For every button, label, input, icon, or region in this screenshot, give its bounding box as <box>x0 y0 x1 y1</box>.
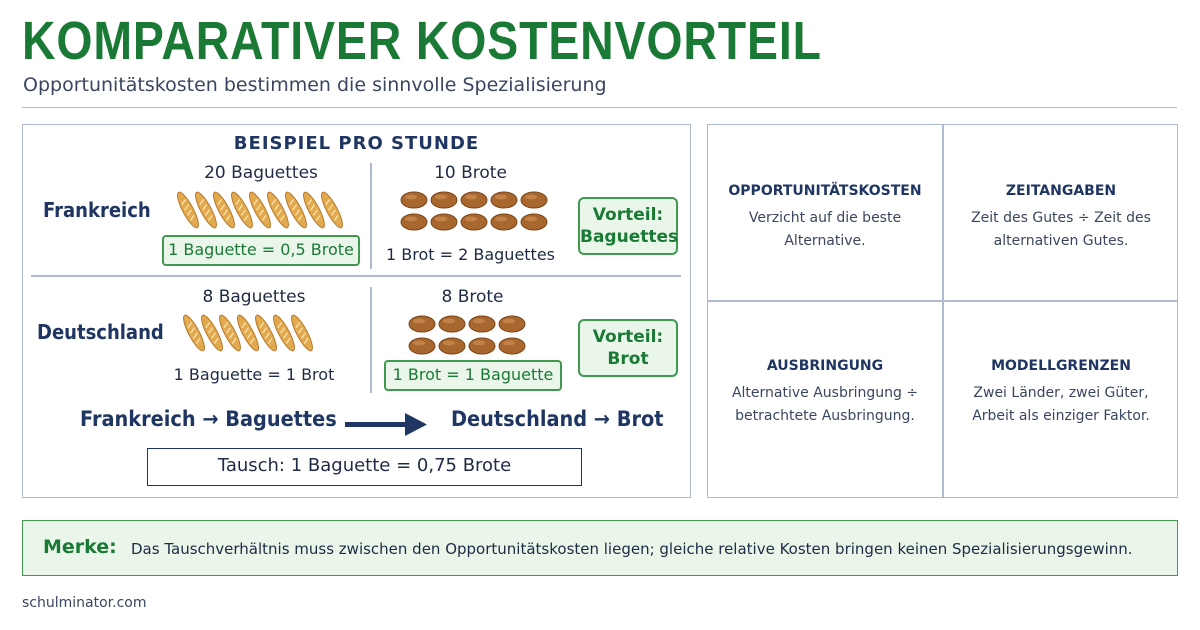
bread-loaf-icon <box>490 213 518 231</box>
germany-column-divider <box>370 287 372 393</box>
card-heading: OPPORTUNITÄTSKOSTEN <box>728 183 922 199</box>
baguette-icon <box>273 314 295 352</box>
bread-loaf-icon <box>400 191 428 209</box>
card-heading: AUSBRINGUNG <box>766 358 884 374</box>
bread-loaf-icon <box>400 213 428 231</box>
example-heading: BEISPIEL PRO STUNDE <box>233 133 480 154</box>
baguette-icon <box>285 191 307 229</box>
germany-advantage-label: Vorteil: <box>592 327 664 347</box>
bread-loaf-icon <box>430 213 458 231</box>
bread-loaf-icon <box>408 315 436 333</box>
baguette-icon <box>237 314 259 352</box>
france-baguette-cost-box: 1 Baguette = 0,5 Brote <box>162 235 360 266</box>
concept-grid: OPPORTUNITÄTSKOSTEN Verzicht auf die bes… <box>707 124 1178 498</box>
france-baguette-icons <box>175 189 345 235</box>
germany-baguettes-quantity: 8 Baguettes <box>202 287 306 307</box>
baguette-icon <box>249 191 271 229</box>
card-body: Alternative Ausbringung ÷ betrachtete Au… <box>731 385 919 424</box>
germany-advantage-good: Brot <box>607 349 649 369</box>
title-rule <box>22 107 1177 108</box>
trade-ratio-box: Tausch: 1 Baguette = 0,75 Brote <box>147 448 582 486</box>
baguette-icon <box>219 314 241 352</box>
card-time-specs: ZEITANGABEN Zeit des Gutes ÷ Zeit des al… <box>944 183 1178 253</box>
france-baguettes-quantity: 20 Baguettes <box>204 163 318 183</box>
baguette-icon <box>255 314 277 352</box>
note-label: Merke: <box>43 536 117 558</box>
card-body: Zwei Länder, zwei Güter, Arbeit als einz… <box>972 385 1150 424</box>
france-specialization: Frankreich → Baguettes <box>80 407 337 431</box>
bread-loaf-icon <box>520 191 548 209</box>
germany-bread-cost: 1 Brot = 1 Baguette <box>392 365 554 384</box>
bread-loaf-icon <box>468 337 496 355</box>
france-advantage-good: Baguettes <box>580 227 679 247</box>
germany-bread-icons <box>407 313 531 363</box>
france-baguette-cost: 1 Baguette = 0,5 Brote <box>168 240 354 259</box>
baguette-icon <box>201 314 223 352</box>
baguette-icon <box>321 191 343 229</box>
bread-loaf-icon <box>490 191 518 209</box>
france-advantage-badge: Vorteil: Baguettes <box>578 197 678 255</box>
page-subtitle: Opportunitätskosten bestimmen die sinnvo… <box>23 74 607 96</box>
card-heading: ZEITANGABEN <box>1005 183 1117 199</box>
note-text: Das Tauschverhältnis muss zwischen den O… <box>131 540 1133 558</box>
france-bread-icons <box>399 189 553 239</box>
baguette-icon <box>195 191 217 229</box>
arrow-right-icon <box>345 413 427 436</box>
card-body: Verzicht auf die beste Alternative. <box>748 210 902 249</box>
card-heading: MODELLGRENZEN <box>991 358 1131 374</box>
note-box: Merke: Das Tauschverhältnis muss zwische… <box>22 520 1178 576</box>
country-label-france: Frankreich <box>43 198 151 222</box>
bread-loaf-icon <box>460 191 488 209</box>
grid-horizontal-divider <box>708 300 1177 302</box>
germany-specialization: Deutschland → Brot <box>451 407 664 431</box>
footer-source: schulminator.com <box>22 595 147 611</box>
bread-loaf-icon <box>460 213 488 231</box>
grid-vertical-divider <box>942 125 944 497</box>
baguette-icon <box>231 191 253 229</box>
bread-loaf-icon <box>430 191 458 209</box>
trade-ratio: Tausch: 1 Baguette = 0,75 Brote <box>217 455 512 476</box>
germany-baguette-cost: 1 Baguette = 1 Brot <box>173 365 335 384</box>
bread-loaf-icon <box>498 337 526 355</box>
baguette-icon <box>303 191 325 229</box>
bread-loaf-icon <box>468 315 496 333</box>
card-body: Zeit des Gutes ÷ Zeit des alternativen G… <box>971 210 1151 249</box>
page-title: KOMPARATIVER KOSTENVORTEIL <box>22 11 822 71</box>
germany-breads-quantity: 8 Brote <box>441 287 504 307</box>
france-breads-quantity: 10 Brote <box>434 163 507 183</box>
france-bread-cost: 1 Brot = 2 Baguettes <box>385 245 556 264</box>
bread-loaf-icon <box>408 337 436 355</box>
baguette-icon <box>267 191 289 229</box>
bread-loaf-icon <box>498 315 526 333</box>
baguette-icon <box>213 191 235 229</box>
card-output: AUSBRINGUNG Alternative Ausbringung ÷ be… <box>708 358 942 428</box>
bread-loaf-icon <box>520 213 548 231</box>
baguette-icon <box>183 314 205 352</box>
germany-advantage-badge: Vorteil: Brot <box>578 319 678 377</box>
card-model-limits: MODELLGRENZEN Zwei Länder, zwei Güter, A… <box>944 358 1178 428</box>
bread-loaf-icon <box>438 337 466 355</box>
row-divider <box>31 275 681 277</box>
baguette-icon <box>291 314 313 352</box>
germany-baguette-icons <box>181 312 315 358</box>
germany-bread-cost-box: 1 Brot = 1 Baguette <box>384 360 562 391</box>
card-opportunity-costs: OPPORTUNITÄTSKOSTEN Verzicht auf die bes… <box>708 183 942 253</box>
france-advantage-label: Vorteil: <box>592 205 664 225</box>
country-label-germany: Deutschland <box>37 320 164 344</box>
baguette-icon <box>177 191 199 229</box>
france-column-divider <box>370 163 372 269</box>
example-panel: BEISPIEL PRO STUNDE Frankreich 20 Baguet… <box>22 124 691 498</box>
bread-loaf-icon <box>438 315 466 333</box>
